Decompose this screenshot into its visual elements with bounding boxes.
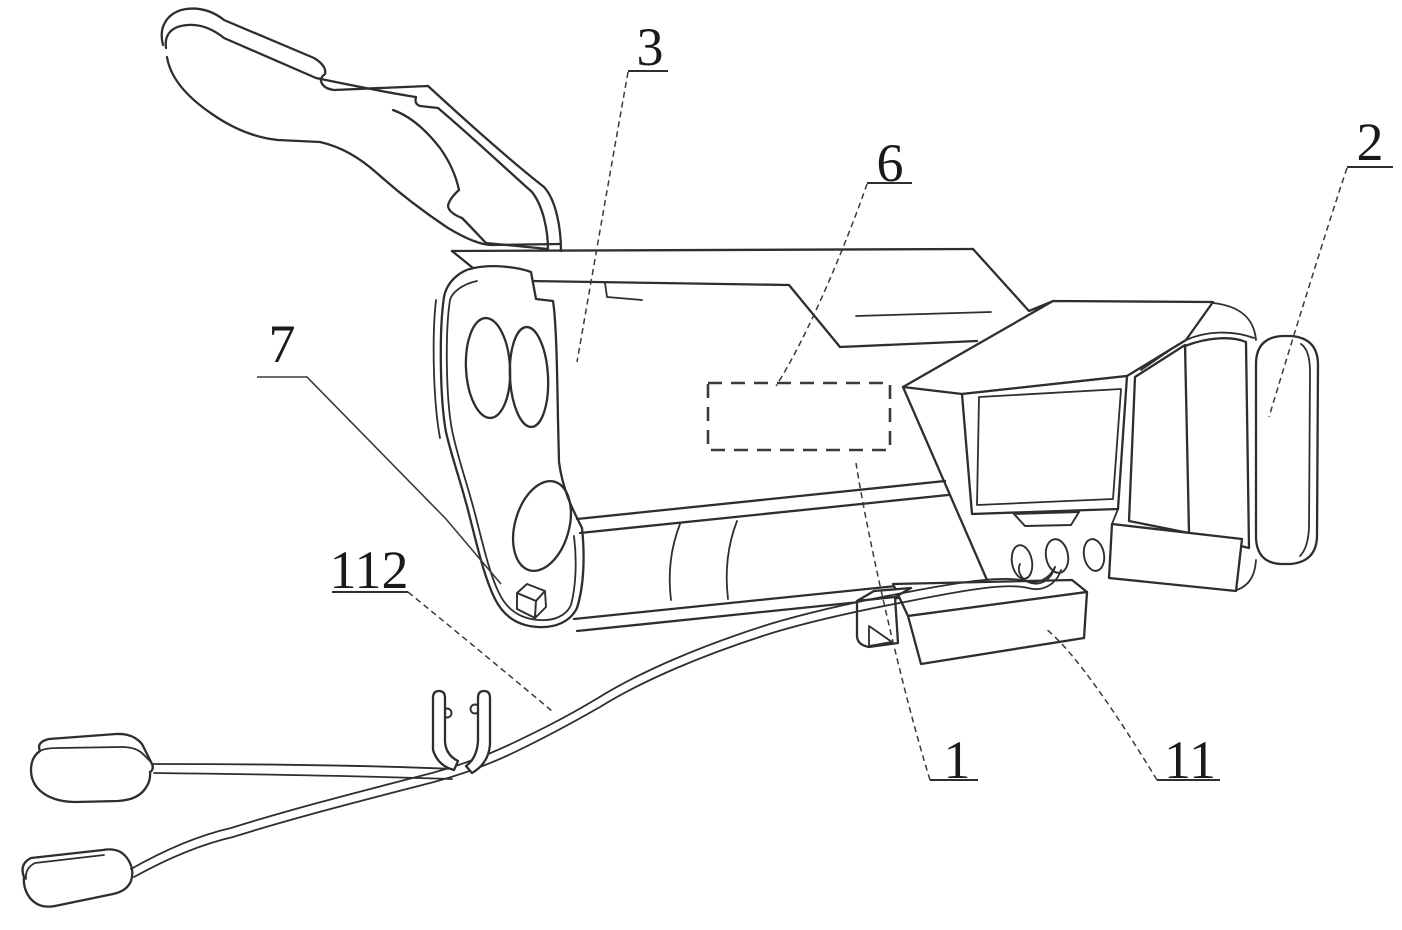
- bottom-lens: [511, 480, 573, 572]
- eyecup-top-curve: [1185, 331, 1255, 341]
- label-112-leader: [407, 591, 553, 712]
- remote-2-edge: [25, 854, 105, 880]
- body-front-top-edge: [527, 279, 979, 349]
- remote-switch-1: [29, 732, 154, 804]
- barrel-curve-2: [725, 520, 738, 600]
- cable-hook: [431, 689, 492, 775]
- label-7: 7: [269, 314, 296, 374]
- bezel-to-plate-edge: [1111, 508, 1119, 525]
- body-top-back-edge: [450, 247, 975, 253]
- label-11: 11: [1164, 730, 1216, 790]
- viewfinder-left-slant: [901, 385, 989, 582]
- cable-assembly: [130, 563, 1062, 878]
- lid-outer-stroke: [160, 7, 563, 253]
- body-hinge-edge: [450, 249, 475, 270]
- eyecup-inner-rim: [1299, 343, 1311, 557]
- block-right-face: [534, 590, 547, 619]
- plate-left-rim: [432, 299, 441, 439]
- body-right-corner-edge: [971, 247, 1053, 313]
- module-dashed-outline: [706, 381, 892, 452]
- body-band-bottom: [578, 493, 950, 535]
- eyepiece-assembly: [1127, 302, 1320, 591]
- barrel-curve-1: [668, 523, 681, 601]
- label-2-leader: [1268, 167, 1348, 418]
- body-band-top: [575, 479, 947, 521]
- button-1: [1010, 544, 1034, 580]
- lid-step-stroke: [391, 108, 550, 251]
- eyecup-bottom-curve: [1236, 559, 1257, 591]
- remote-1-outline: [29, 732, 154, 804]
- lid-middle-stroke: [164, 23, 550, 252]
- plate-inner-rim: [445, 280, 577, 621]
- button-3: [1082, 538, 1106, 572]
- front-lens-plate: [432, 265, 585, 629]
- flip-lid: [160, 7, 563, 253]
- lid-bottom-stroke: [165, 55, 562, 247]
- barrel-and-rails: [572, 479, 950, 633]
- hook-prong-right: [464, 689, 492, 775]
- label-6: 6: [877, 133, 904, 193]
- eyecup-outer: [1254, 334, 1320, 566]
- body-slot-line: [855, 311, 992, 317]
- label-1: 1: [944, 730, 971, 790]
- right-lens: [508, 325, 550, 429]
- viewfinder-screen: [901, 374, 1129, 582]
- mount-bracket: [891, 578, 1089, 666]
- label-1-leader: [855, 462, 931, 781]
- remote-2-outline: [21, 848, 134, 908]
- remote-1-cable-top: [152, 763, 455, 770]
- screen-inner: [976, 388, 1122, 506]
- main-body: [450, 247, 1053, 349]
- label-2: 2: [1357, 112, 1384, 172]
- side-plate: [1107, 522, 1244, 593]
- remote-switch-2: [21, 848, 134, 908]
- eyecup-top-curve-2: [1212, 302, 1257, 341]
- cable-lower-line: [133, 569, 1062, 878]
- cable-upper-line: [130, 566, 1056, 870]
- hook-prong-left: [431, 689, 460, 772]
- leader-lines: [257, 70, 1393, 781]
- rail-top: [572, 583, 908, 621]
- label-3-leader: [576, 71, 629, 363]
- label-3: 3: [637, 17, 664, 77]
- slab-front: [1127, 343, 1191, 535]
- clamp-notch: [868, 625, 893, 647]
- bracket-front-face: [906, 590, 1089, 666]
- screen-tab: [1013, 511, 1080, 527]
- label-11-leader: [1045, 628, 1158, 781]
- control-buttons: [1010, 538, 1106, 580]
- remote-1-edge: [39, 746, 152, 763]
- body-edge-step: [604, 282, 643, 301]
- button-2: [1044, 538, 1070, 574]
- remote-1-cable-bottom: [153, 772, 453, 780]
- slab-back: [1183, 337, 1251, 550]
- plate-outer-contour: [439, 265, 585, 629]
- reference-labels: 3 6 2 7 112 1 11: [269, 17, 1384, 790]
- label-7-leader: [257, 376, 502, 585]
- label-112: 112: [330, 540, 409, 600]
- label-6-leader: [775, 183, 868, 387]
